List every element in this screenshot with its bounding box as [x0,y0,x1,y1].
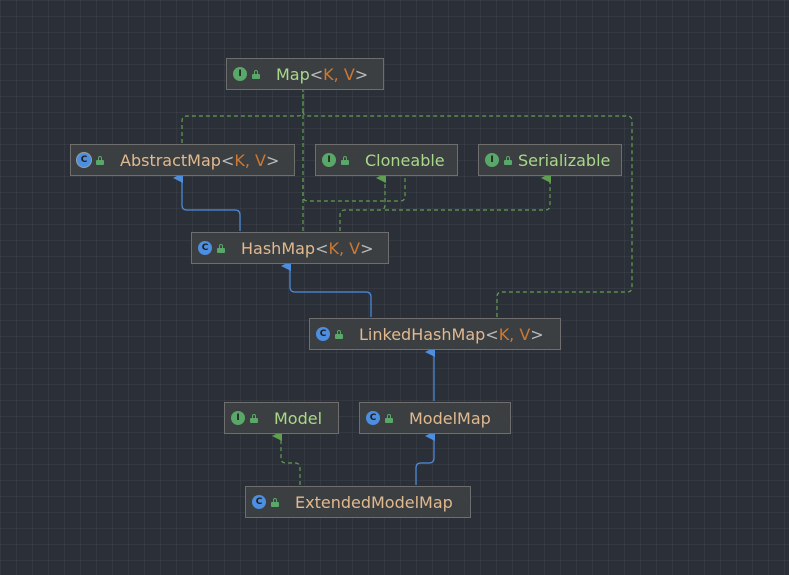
lock-icon [271,497,279,507]
node-model[interactable]: I Model [224,402,339,434]
lock-icon [385,413,393,423]
node-linkedhashmap-label: LinkedHashMap<K, V> [359,324,544,344]
node-serializable-label: Serializable [518,151,610,170]
node-name: Model [274,408,323,428]
node-map[interactable]: I Map<K, V> [226,58,384,90]
lock-icon [252,69,260,79]
node-name: Map [276,64,310,84]
edge-abstractmap-implements-map [181,76,304,143]
node-name: Serializable [518,150,611,170]
lock-icon [217,243,225,253]
node-name: ModelMap [409,408,491,428]
type-params: K, V [328,238,361,258]
node-name: HashMap [241,238,316,258]
node-hashmap[interactable]: C HashMap<K, V> [191,232,389,264]
node-modelmap-label: ModelMap [409,409,491,428]
edge-extendedmodelmap-implements-model [272,431,301,485]
class-icon: C [252,495,266,509]
node-serializable[interactable]: I Serializable [478,144,622,176]
edge-map-route-cloneable [302,178,406,202]
edge-linkedhashmap-extends-hashmap [281,261,372,317]
node-name: ExtendedModelMap [295,492,453,512]
interface-icon: I [485,153,499,167]
class-icon: C [198,241,212,255]
node-name: LinkedHashMap [359,324,486,344]
lock-icon [504,155,512,165]
edge-hashmap-implements-cloneable [339,173,386,231]
interface-icon: I [231,411,245,425]
node-name: Cloneable [365,150,445,170]
class-icon: C [316,327,330,341]
node-abstractmap[interactable]: C AbstractMap<K, V> [70,144,295,176]
type-params: K, V [234,150,266,170]
type-params: K, V [498,324,531,344]
node-cloneable-label: Cloneable [365,151,445,170]
edge-linkedhashmap-implements-map [302,110,633,317]
lock-icon [341,155,349,165]
node-map-label: Map<K, V> [276,64,369,84]
abstract-class-icon: C [77,153,91,167]
node-model-label: Model [274,409,322,428]
interface-icon: I [233,67,247,81]
edge-extendedmodelmap-extends-modelmap [415,431,435,485]
node-extendedmodelmap-label: ExtendedModelMap [295,493,453,512]
node-abstractmap-label: AbstractMap<K, V> [120,150,280,170]
node-modelmap[interactable]: C ModelMap [359,402,511,434]
class-icon: C [366,411,380,425]
node-hashmap-label: HashMap<K, V> [241,238,374,258]
edge-hashmap-extends-abstractmap [173,173,241,231]
edge-hashmap-implements-serializable [385,173,551,211]
node-linkedhashmap[interactable]: C LinkedHashMap<K, V> [309,318,561,350]
node-name: AbstractMap [120,150,221,170]
interface-icon: I [322,153,336,167]
node-cloneable[interactable]: I Cloneable [315,144,458,176]
lock-icon [96,155,104,165]
lock-icon [250,413,258,423]
node-extendedmodelmap[interactable]: C ExtendedModelMap [245,486,471,518]
type-params: K, V [323,64,355,84]
lock-icon [335,329,343,339]
